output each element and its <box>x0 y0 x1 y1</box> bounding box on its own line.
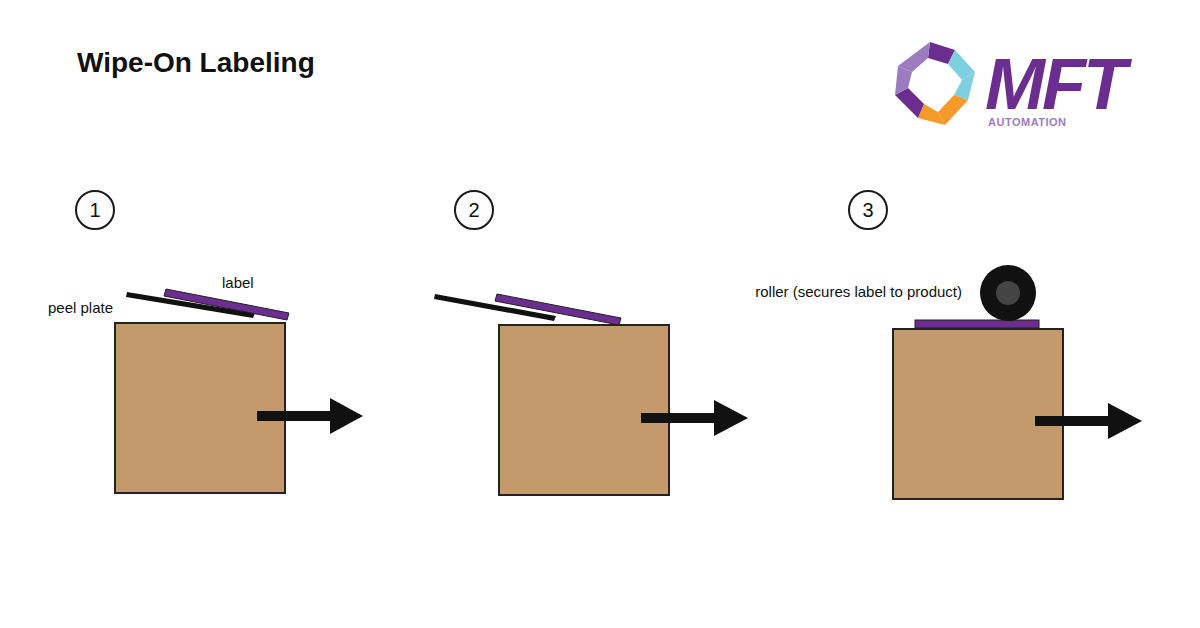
label-strip <box>915 320 1039 328</box>
product-box <box>499 325 669 495</box>
callout-number: 2 <box>468 200 479 220</box>
callout-circle: 2 <box>454 190 494 230</box>
product-box <box>893 329 1063 499</box>
motion-arrow <box>1035 403 1142 439</box>
part-label: label <box>222 275 254 290</box>
part-label: peel plate <box>48 300 113 315</box>
callout-number: 1 <box>89 200 100 220</box>
part-label: roller (secures label to product) <box>755 284 962 299</box>
label-strip <box>164 289 289 320</box>
callout-circle: 3 <box>848 190 888 230</box>
logo-wordmark: MFT <box>985 48 1124 120</box>
motion-arrow <box>257 398 363 434</box>
roller <box>980 265 1036 321</box>
logo-mark <box>895 42 975 125</box>
diagram-title: Wipe-On Labeling <box>77 47 315 79</box>
motion-arrow <box>641 400 748 436</box>
product-box <box>115 323 285 493</box>
label-strip <box>495 294 621 325</box>
callout-circle: 1 <box>75 190 115 230</box>
logo-subtitle: AUTOMATION <box>988 117 1067 128</box>
callout-number: 3 <box>862 200 873 220</box>
